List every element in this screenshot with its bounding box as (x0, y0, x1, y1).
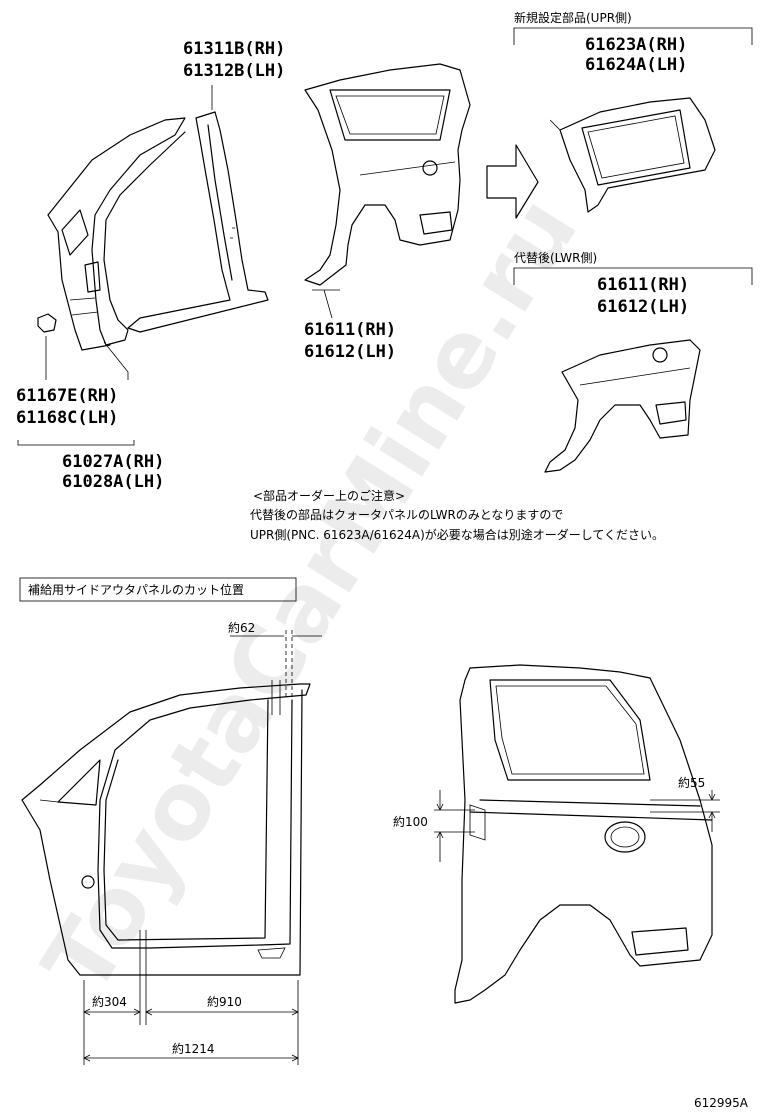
dimension-304: 約304 (92, 994, 127, 1009)
quarter-part-rh: 61611(RH) (304, 320, 396, 340)
pillar-part-rh: 61311B(RH) (183, 39, 285, 59)
quarter-panel-illustration (304, 63, 471, 291)
lower-quarter-illustration (544, 339, 701, 473)
dimension-62: 約62 (228, 620, 255, 635)
upper-section-bracket (513, 27, 753, 45)
lower-section-title: 代替後(LWR側) (514, 251, 597, 265)
front-side-panel-illustration (17, 111, 269, 446)
lower-part-lh: 61612(LH) (597, 297, 689, 317)
lower-section-bracket (513, 267, 753, 285)
replace-arrow (486, 144, 539, 219)
cut-section-title-box (19, 577, 297, 602)
leader-quarter (323, 289, 333, 319)
dimension-1214: 約1214 (172, 1041, 215, 1056)
cut-section-title: 補給用サイドアウタパネルのカット位置 (28, 582, 244, 597)
quarter-part-lh: 61612(LH) (304, 342, 396, 362)
side-panel-rh: 61027A(RH) (62, 452, 164, 472)
cut-front-panel-illustration (21, 683, 311, 976)
clip-part-lh: 61168C(LH) (16, 408, 118, 428)
front-dimension-lines (83, 630, 322, 1065)
clip-part-rh: 61167E(RH) (16, 386, 118, 406)
lower-part-rh: 61611(RH) (597, 275, 689, 295)
side-panel-lh: 61028A(LH) (62, 472, 164, 492)
upper-part-rh: 61623A(RH) (585, 35, 687, 55)
order-note-heading: <部品オーダー上のご注意> (253, 488, 405, 503)
upper-part-lh: 61624A(LH) (585, 55, 687, 75)
order-note-line2: UPR側(PNC. 61623A/61624A)が必要な場合は別途オーダーしてく… (250, 527, 664, 542)
dimension-55: 約55 (678, 775, 705, 790)
dimension-910: 約910 (207, 994, 242, 1009)
upper-section-title: 新規設定部品(UPR側) (514, 10, 632, 25)
rear-dimension-lines (434, 790, 720, 862)
upper-quarter-illustration (549, 97, 716, 213)
cut-rear-panel-illustration (454, 664, 713, 1004)
figure-number: 612995A (694, 1096, 749, 1110)
dimension-100: 約100 (393, 814, 428, 829)
pillar-part-lh: 61312B(LH) (183, 61, 285, 81)
order-note-line1: 代替後の部品はクォータパネルのLWRのみとなりますので (250, 507, 563, 522)
